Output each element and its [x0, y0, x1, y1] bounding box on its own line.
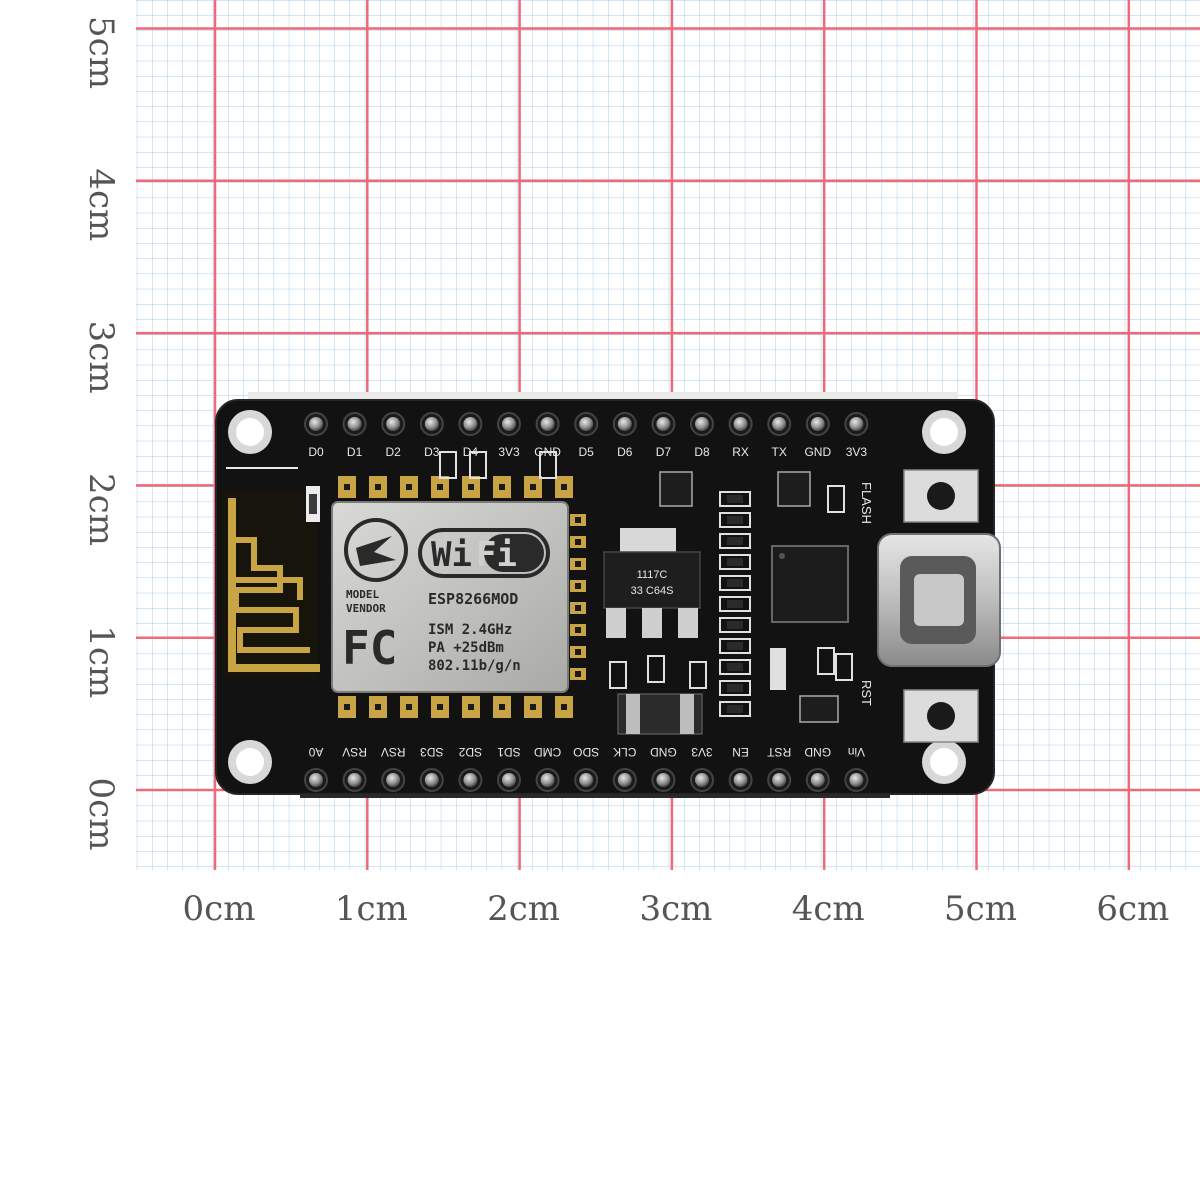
top-pin-label-11: RX [732, 445, 749, 459]
top-pin-row [304, 412, 869, 436]
model-line: MODEL [346, 588, 379, 601]
x-label-4: 4cm [792, 889, 865, 929]
top-pin-label-5: 3V3 [498, 445, 520, 459]
bottom-pin-label-14: Vin [848, 745, 865, 759]
bottom-pin-label-3: SD3 [420, 745, 444, 759]
module-pads-right [570, 514, 586, 680]
module-model: ESP8266MOD [428, 590, 518, 608]
y-label-1: 4cm [81, 168, 121, 241]
smd-part-0 [609, 661, 627, 689]
bottom-pin-label-7: SDO [573, 745, 599, 759]
x-label-1: 1cm [335, 889, 408, 929]
usb-c-connector [877, 533, 1001, 667]
regulator-marking-1: 1117C [637, 569, 668, 581]
x-label-5: 5cm [944, 889, 1017, 929]
schottky-diode [617, 693, 703, 735]
bottom-pin-label-0: A0 [308, 745, 323, 759]
spec-2: PA +25dBm [428, 640, 504, 656]
vendor-logo-icon [344, 518, 408, 582]
vendor-line: VENDOR [346, 602, 386, 615]
module-pads-top [338, 476, 573, 498]
smd-resistor-9 [719, 680, 751, 696]
top-pin-label-10: D8 [694, 445, 710, 459]
y-label-5: 0cm [81, 778, 121, 851]
smd-part-7 [439, 451, 457, 479]
top-pin-label-0: D0 [308, 445, 324, 459]
y-label-4: 1cm [81, 625, 121, 698]
bottom-pin-label-12: RST [767, 745, 792, 759]
bottom-pin-label-10: 3V3 [691, 745, 713, 759]
y-label-2: 3cm [81, 321, 121, 394]
flash-button [903, 469, 979, 523]
smd-resistor-5 [719, 596, 751, 612]
top-pin-label-4: D4 [463, 445, 479, 459]
smd-part-4 [835, 653, 853, 681]
top-pin-label-8: D6 [617, 445, 633, 459]
module-pads-bottom [338, 696, 573, 718]
passive-components [439, 451, 853, 717]
smd-part-3 [817, 647, 835, 675]
x-label-0: 0cm [183, 889, 256, 929]
bottom-pin-label-11: EN [732, 745, 749, 759]
x-label-3: 3cm [639, 889, 712, 929]
smd-resistor-3 [719, 554, 751, 570]
bottom-pin-label-1: RSV [342, 745, 367, 759]
usb-serial-chip [771, 545, 849, 623]
mounting-holes [228, 410, 966, 784]
bottom-pin-label-5: SD1 [497, 745, 521, 759]
smd-resistor-10 [719, 701, 751, 717]
y-axis-labels: 5cm 4cm 3cm 2cm 1cm 0cm [81, 16, 121, 850]
pcb-antenna [222, 490, 320, 678]
smd-resistor-1 [719, 512, 751, 528]
regulator-marking-2: 33 C64S [631, 585, 674, 597]
top-pin-label-12: TX [772, 445, 787, 459]
rst-label: RST [859, 680, 874, 706]
bottom-pin-labels: A0 RSV RSV SD3 SD2 SD1 CMD SDO CLK GND 3V3 EN RST GND… [308, 745, 865, 759]
x-label-2: 2cm [487, 889, 560, 929]
spec-1: ISM 2.4GHz [428, 622, 512, 638]
smd-part-2 [689, 661, 707, 689]
top-pin-label-2: D2 [386, 445, 402, 459]
top-pin-label-7: D5 [579, 445, 595, 459]
top-pin-label-3: D3 [424, 445, 440, 459]
top-pin-labels: D0 D1 D2 D3 D4 3V3 GND D5 D6 D7 D8 RX TX GND 3V3 [308, 445, 867, 459]
smd-resistor-4 [719, 575, 751, 591]
y-label-3: 2cm [81, 473, 121, 546]
x-axis-labels: 0cm 1cm 2cm 3cm 4cm 5cm 6cm [183, 889, 1170, 929]
y-label-0: 5cm [81, 16, 121, 89]
top-pin-label-6: GND [534, 445, 561, 459]
bottom-pin-label-6: CMD [534, 745, 562, 759]
top-pin-label-13: GND [804, 445, 831, 459]
flash-label: FLASH [859, 482, 874, 524]
transistors [659, 471, 839, 723]
top-pin-label-14: 3V3 [846, 445, 868, 459]
bottom-pin-label-9: GND [650, 745, 677, 759]
smd-resistor-2 [719, 533, 751, 549]
bottom-pin-label-4: SD2 [458, 745, 482, 759]
x-label-6: 6cm [1096, 889, 1169, 929]
reset-button [903, 689, 979, 743]
top-pin-label-1: D1 [347, 445, 363, 459]
smd-resistor-6 [719, 617, 751, 633]
bottom-pin-label-8: CLK [613, 745, 636, 759]
smd-resistor-8 [719, 659, 751, 675]
bottom-pin-row [304, 768, 869, 792]
bottom-pin-label-2: RSV [381, 745, 406, 759]
smd-part-5 [827, 485, 845, 513]
status-led [770, 648, 786, 690]
fcc-mark: FC [342, 621, 397, 675]
spec-3: 802.11b/g/n [428, 658, 521, 674]
smd-resistor-7 [719, 638, 751, 654]
voltage-regulator: 1117C 33 C64S [603, 528, 701, 638]
bottom-pin-label-13: GND [804, 745, 831, 759]
smd-part-1 [647, 655, 665, 683]
top-pin-label-9: D7 [656, 445, 672, 459]
smd-part-8 [469, 451, 487, 479]
smd-part-6 [539, 451, 557, 479]
smd-resistor-0 [719, 491, 751, 507]
